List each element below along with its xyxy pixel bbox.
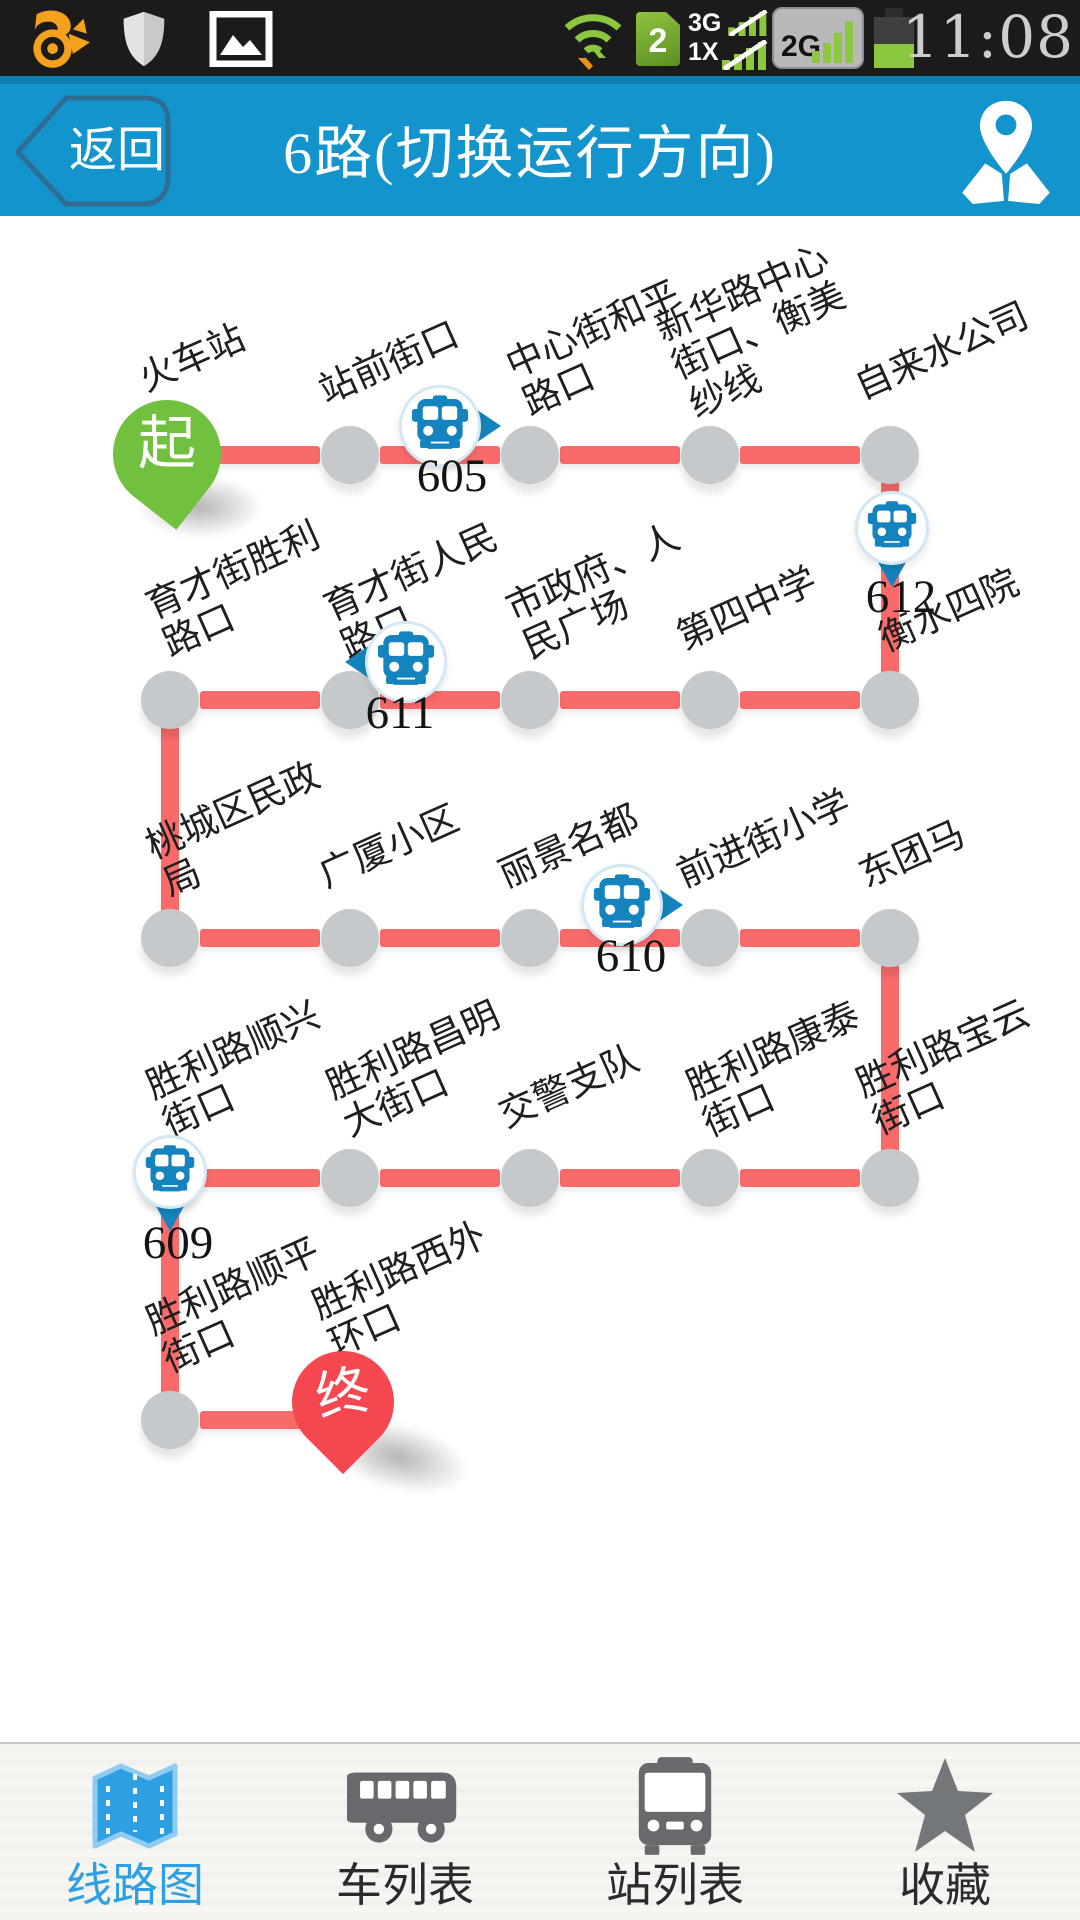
star-icon (893, 1754, 997, 1858)
tab-station-list[interactable]: 站列表 (540, 1744, 810, 1920)
route-segment (560, 1169, 680, 1187)
station-dot[interactable] (321, 909, 379, 967)
route-map-icon (83, 1754, 187, 1858)
bus-side-icon (347, 1754, 463, 1858)
tab-route-map[interactable]: 线路图 (0, 1744, 270, 1920)
station-dot[interactable] (861, 671, 919, 729)
station-dot[interactable] (141, 909, 199, 967)
station-label: 新华路中心 街口、衡美 纱线 (649, 237, 852, 426)
header: 返回 6路(切换运行方向) (0, 76, 1080, 216)
page-title: 6路(切换运行方向) (283, 121, 777, 186)
bus-icon (399, 385, 481, 467)
tab-label: 线路图 (66, 1860, 204, 1911)
bus-number: 605 (416, 450, 488, 502)
route-segment (200, 929, 320, 947)
bus-marker-612[interactable] (855, 491, 929, 587)
station-label: 胜利路康泰 街口 (680, 995, 866, 1146)
station-label: 自来水公司 (849, 294, 1035, 408)
bus-number: 609 (142, 1217, 214, 1269)
bus-icon (855, 491, 929, 565)
station-dot[interactable] (681, 909, 739, 967)
network-2g-badge: 2G (772, 7, 864, 69)
bus-marker-605[interactable] (399, 385, 501, 467)
route-map-panel: 起火车站站前街口中心街和平 路口新华路中心 街口、衡美 纱线自来水公司衡水四院第… (0, 216, 1080, 1742)
route-segment (740, 691, 860, 709)
route-segment (740, 1169, 860, 1187)
station-label: 交警支队 (493, 1037, 646, 1136)
bus-front-icon (631, 1754, 719, 1858)
bus-number: 610 (595, 930, 667, 982)
route-segment (161, 726, 179, 912)
bus-icon (581, 864, 663, 946)
route-segment (380, 929, 500, 947)
station-dot[interactable] (141, 671, 199, 729)
map-locate-icon[interactable] (956, 98, 1056, 208)
station-dot[interactable] (501, 1149, 559, 1207)
bus-icon (365, 621, 447, 703)
shield-icon (118, 10, 170, 73)
signal-bars-3g-icon (728, 9, 770, 41)
network-type-label: 3G 1X (688, 9, 722, 66)
station-dot[interactable] (681, 1149, 739, 1207)
signal-bars-1x-icon (722, 38, 770, 75)
station-label: 火车站 (133, 316, 252, 400)
status-bar: 2 3G 1X 2G 11:08 (0, 0, 1080, 76)
start-pin-label: 起 (137, 411, 196, 476)
sim-badge: 2 (636, 12, 680, 66)
tab-label: 站列表 (606, 1860, 744, 1911)
bus-number: 611 (365, 687, 435, 739)
route-segment (740, 929, 860, 947)
route-segment (740, 446, 860, 464)
route-segment (161, 1204, 179, 1394)
route-segment (200, 446, 320, 464)
station-dot[interactable] (501, 909, 559, 967)
station-dot[interactable] (501, 426, 559, 484)
tab-favorites[interactable]: 收藏 (810, 1744, 1080, 1920)
station-dot[interactable] (861, 1149, 919, 1207)
wifi-icon (560, 6, 626, 77)
route-segment (200, 691, 320, 709)
route-segment (881, 964, 899, 1152)
station-dot[interactable] (321, 426, 379, 484)
route-segment (380, 1169, 500, 1187)
station-dot[interactable] (681, 426, 739, 484)
bus-marker-611[interactable] (345, 621, 447, 703)
station-label: 广厦小区 (313, 797, 466, 896)
gallery-icon (208, 10, 274, 72)
station-dot[interactable] (681, 671, 739, 729)
station-dot[interactable] (321, 1149, 379, 1207)
station-label: 胜利路西外 环口 (306, 1215, 492, 1366)
route-segment (200, 1169, 320, 1187)
bus-number: 612 (865, 571, 937, 623)
tab-label: 收藏 (899, 1860, 991, 1911)
station-dot[interactable] (861, 426, 919, 484)
station-label: 胜利路昌明 大街口 (320, 995, 506, 1146)
back-button-label: 返回 (68, 124, 165, 177)
tab-label: 车列表 (336, 1860, 474, 1911)
station-label: 市政府、人 民广场 (500, 517, 686, 668)
station-dot[interactable] (501, 671, 559, 729)
back-button[interactable]: 返回 (10, 92, 176, 210)
route-segment (560, 446, 680, 464)
battery-icon (874, 8, 914, 68)
station-dot[interactable] (141, 1391, 199, 1449)
clock: 11:08 (901, 3, 1074, 71)
station-label: 胜利路顺兴 街口 (140, 995, 326, 1146)
bus-marker-609[interactable] (133, 1135, 207, 1231)
uc-browser-icon (20, 8, 98, 75)
route-segment (560, 691, 680, 709)
route-segment (200, 1411, 313, 1429)
bus-marker-610[interactable] (581, 864, 683, 946)
station-dot[interactable] (861, 909, 919, 967)
station-label: 东团马 (853, 812, 972, 896)
tab-bus-list[interactable]: 车列表 (270, 1744, 540, 1920)
station-label: 前进街小学 (671, 782, 857, 896)
bus-icon (133, 1135, 207, 1209)
footer-tab-bar: 线路图 车列表 (0, 1742, 1080, 1920)
